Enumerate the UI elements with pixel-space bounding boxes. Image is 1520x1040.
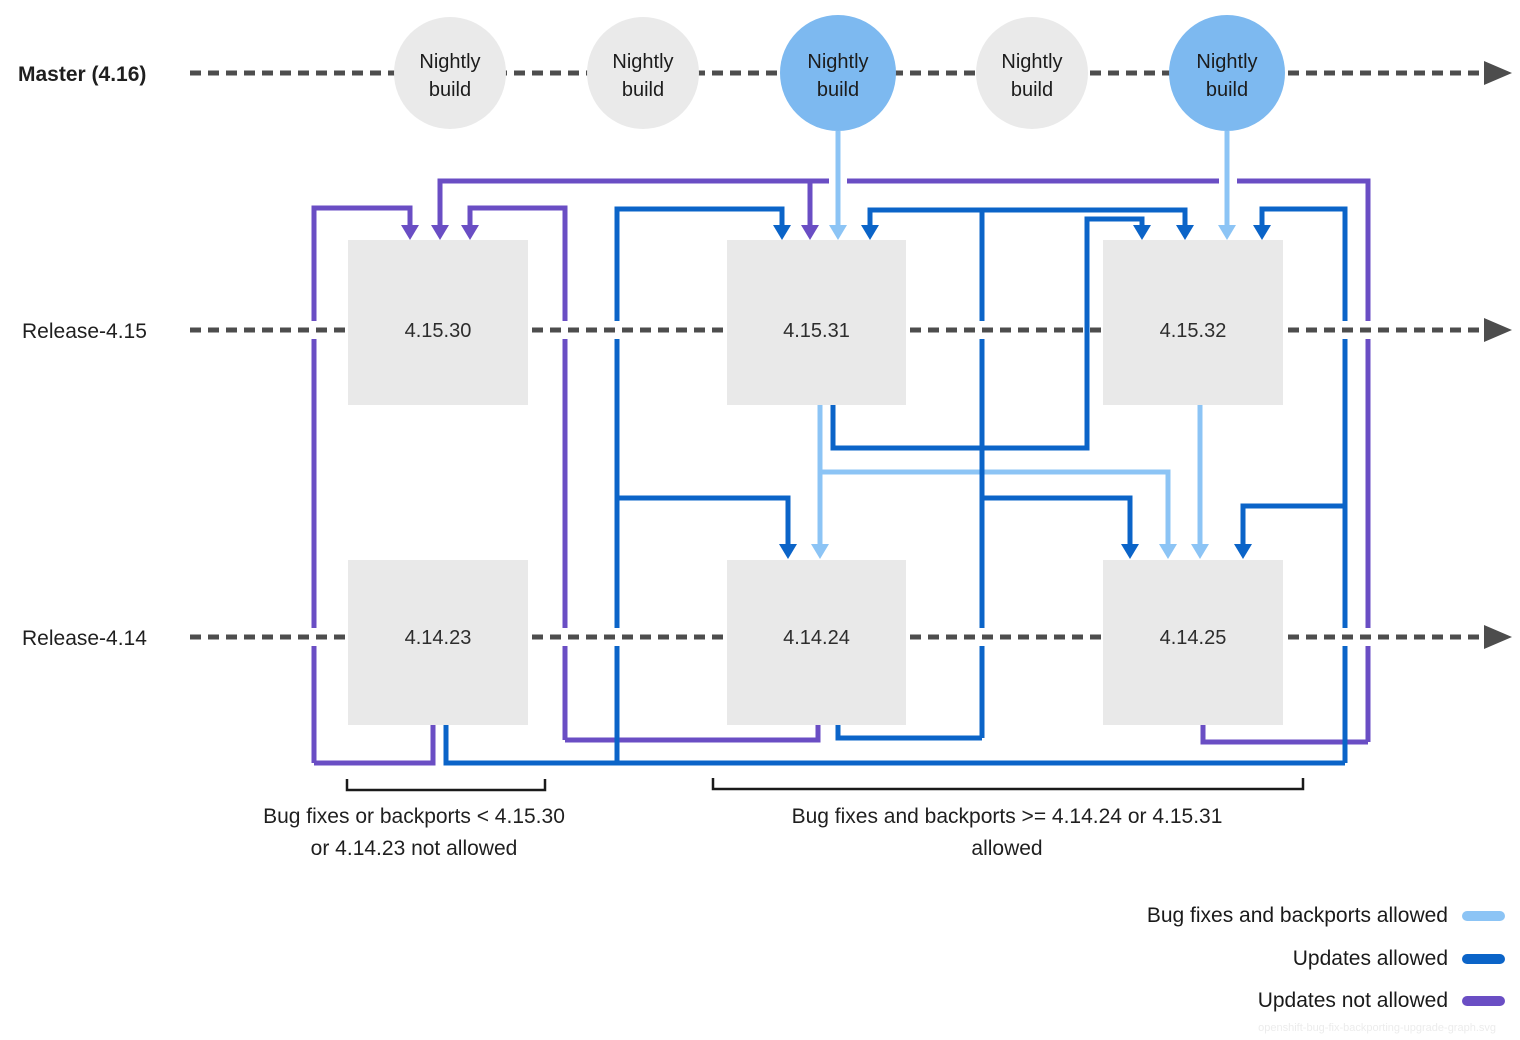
label-4-15-32: 4.15.32 — [1160, 320, 1227, 342]
watermark-filename: openshift-bug-fix-backporting-upgrade-gr… — [1258, 1022, 1496, 1034]
legend-label-updates-allowed: Updates allowed — [1293, 947, 1448, 970]
bracket-right — [711, 778, 1305, 791]
lane-label-master: Master (4.16) — [18, 63, 146, 86]
legend-swatch-backports-allowed-icon — [1462, 911, 1505, 921]
annotation-right: Bug fixes and backports >= 4.14.24 or 4.… — [711, 778, 1305, 860]
bracket-left — [345, 779, 547, 792]
arrowhead-icon — [1253, 225, 1271, 240]
arrowhead-icon — [801, 225, 819, 240]
rail-release-414-arrow-icon — [1484, 625, 1512, 649]
label-4-14-25: 4.14.25 — [1160, 627, 1227, 649]
rail-master — [190, 61, 1512, 85]
nightly-2-label: Nightly — [612, 51, 673, 73]
caption-right-line1: Bug fixes and backports >= 4.14.24 or 4.… — [792, 805, 1223, 828]
edge-updates-from-4-14-24 — [835, 207, 1194, 741]
rail-release-414 — [190, 625, 1512, 649]
node-nightly-2 — [587, 17, 699, 129]
arrowhead-icon — [1133, 225, 1151, 240]
node-4-15-30 — [348, 240, 528, 405]
legend-label-backports-allowed: Bug fixes and backports allowed — [1147, 904, 1448, 927]
node-nightly-1 — [394, 17, 506, 129]
arrowhead-icon — [1176, 225, 1194, 240]
nightly-1-label: Nightly — [419, 51, 480, 73]
edge-backport-nightly-to-4-15-31 — [829, 131, 847, 240]
edge-backport-4-15-32-to-4-14-25 — [1191, 405, 1209, 559]
edges-backports-allowed — [811, 131, 1236, 559]
nightly-1-label: build — [429, 79, 471, 101]
arrowhead-icon — [1191, 544, 1209, 559]
label-4-14-24: 4.14.24 — [783, 627, 850, 649]
edge-backport-4-15-31-to-4-14-25 — [820, 469, 1177, 559]
arrowhead-icon — [401, 225, 419, 240]
nightly-4-label: build — [1011, 79, 1053, 101]
arrowhead-icon — [1159, 544, 1177, 559]
node-nightly-5 — [1169, 15, 1285, 131]
label-4-15-31: 4.15.31 — [783, 320, 850, 342]
arrowhead-icon — [773, 225, 791, 240]
rail-master-arrow-icon — [1484, 61, 1512, 85]
legend-row-backports-allowed: Bug fixes and backports allowed — [1147, 904, 1505, 927]
rail-release-415 — [190, 318, 1512, 342]
legend-row-updates-not-allowed: Updates not allowed — [1258, 989, 1505, 1012]
label-4-15-30: 4.15.30 — [405, 320, 472, 342]
legend-swatch-updates-allowed-icon — [1462, 954, 1505, 964]
node-nightly-3 — [780, 15, 896, 131]
rail-release-415-arrow-icon — [1484, 318, 1512, 342]
arrowhead-icon — [461, 225, 479, 240]
arrowhead-icon — [1234, 544, 1252, 559]
node-4-15-32 — [1103, 240, 1283, 405]
caption-left-line1: Bug fixes or backports < 4.15.30 — [263, 805, 565, 828]
legend-label-updates-not-allowed: Updates not allowed — [1258, 989, 1448, 1012]
lane-labels: Master (4.16) Release-4.15 Release-4.14 — [18, 63, 147, 650]
edge-not-allowed-4-14-23-to-4-15-30 — [311, 205, 436, 766]
nightly-4-label: Nightly — [1001, 51, 1062, 73]
arrowhead-icon — [829, 225, 847, 240]
edge-backport-nightly-to-4-15-32 — [1218, 131, 1236, 240]
node-4-15-31 — [727, 240, 906, 405]
caption-right-line2: allowed — [971, 837, 1042, 860]
nightly-3-label: build — [817, 79, 859, 101]
edges-updates-allowed — [443, 206, 1348, 766]
arrowhead-icon — [431, 225, 449, 240]
nightly-nodes: Nightly build Nightly build Nightly buil… — [394, 15, 1285, 131]
arrowhead-icon — [861, 225, 879, 240]
nightly-3-label: Nightly — [807, 51, 868, 73]
nightly-5-label: Nightly — [1196, 51, 1257, 73]
node-4-14-25 — [1103, 560, 1283, 725]
edge-backport-4-15-31-to-4-14-24 — [811, 405, 829, 559]
edge-not-allowed-4-14-24-to-4-15-30 — [461, 205, 821, 743]
edge-updates-from-4-14-23 — [443, 206, 1348, 766]
node-4-14-24 — [727, 560, 906, 725]
lane-label-release-415: Release-4.15 — [22, 320, 147, 343]
legend: Bug fixes and backports allowed Updates … — [1147, 904, 1505, 1012]
edges-updates-not-allowed — [311, 178, 1371, 766]
nightly-2-label: build — [622, 79, 664, 101]
arrowhead-icon — [1218, 225, 1236, 240]
legend-row-updates-allowed: Updates allowed — [1293, 947, 1505, 970]
arrowhead-icon — [1121, 544, 1139, 559]
node-4-14-23 — [348, 560, 528, 725]
version-labels: 4.15.30 4.15.31 4.15.32 4.14.23 4.14.24 … — [405, 320, 1227, 649]
caption-left-line2: or 4.14.23 not allowed — [311, 837, 518, 860]
lane-label-release-414: Release-4.14 — [22, 627, 147, 650]
edge-not-allowed-4-14-25-to-4-15-30-and-4-15-31 — [431, 178, 1371, 745]
nightly-5-label: build — [1206, 79, 1248, 101]
legend-swatch-updates-not-allowed-icon — [1462, 996, 1505, 1006]
node-nightly-4 — [976, 17, 1088, 129]
annotation-left: Bug fixes or backports < 4.15.30 or 4.14… — [263, 779, 565, 860]
edge-update-4-15-31-to-4-15-32 — [830, 216, 1151, 451]
label-4-14-23: 4.14.23 — [405, 627, 472, 649]
arrowhead-icon — [779, 544, 797, 559]
version-nodes — [348, 240, 1283, 725]
arrowhead-icon — [811, 544, 829, 559]
